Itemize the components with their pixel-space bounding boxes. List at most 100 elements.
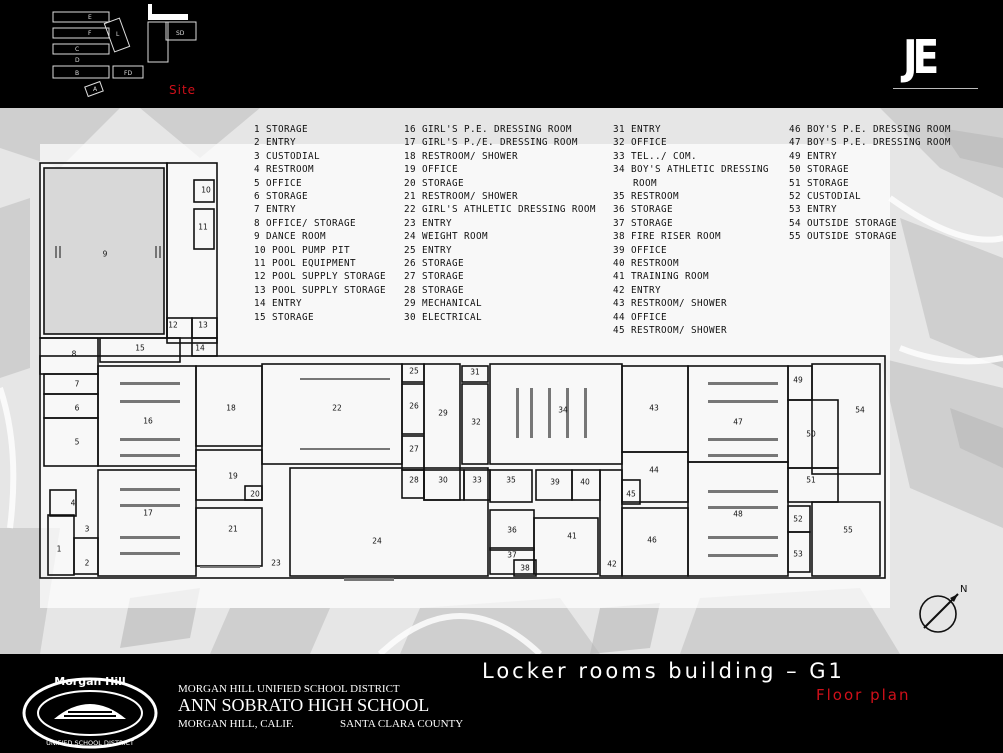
- room-number-label: 26: [409, 401, 419, 411]
- legend-item: 1 STORAGE: [254, 124, 308, 135]
- room-number-label: 12: [168, 320, 178, 330]
- room-number-label: 38: [520, 563, 530, 573]
- county-name: SANTA CLARA COUNTY: [340, 718, 464, 730]
- legend-item: 18 RESTROOM/ SHOWER: [404, 150, 518, 162]
- legend-item: 49 ENTRY: [789, 150, 837, 162]
- room-number-label: 34: [558, 405, 568, 415]
- room-number-label: 42: [607, 559, 617, 569]
- room-number-label: 49: [793, 375, 803, 385]
- room-number-label: 31: [470, 367, 480, 377]
- room-number-label: 24: [372, 536, 382, 546]
- seal-top-text: Morgan Hill: [54, 675, 125, 688]
- sheet-title: Locker rooms building – G1: [482, 659, 845, 683]
- legend-item: 52 CUSTODIAL: [789, 191, 861, 202]
- room-number-label: 25: [409, 366, 419, 376]
- site-label: Site: [169, 83, 197, 97]
- legend-item: 41 TRAINING ROOM: [613, 271, 709, 283]
- room-number-label: 8: [71, 349, 77, 359]
- room-number-label: 50: [806, 429, 816, 439]
- legend-item: 55 OUTSIDE STORAGE: [789, 231, 897, 243]
- room-number-label: 30: [438, 475, 448, 485]
- room-number-label: 51: [806, 475, 816, 485]
- legend-item: 26 STORAGE: [404, 258, 464, 269]
- room-number-label: 13: [198, 320, 208, 330]
- room-number-label: 4: [70, 498, 76, 508]
- site-label-b: B: [75, 70, 79, 77]
- room-number-label: 41: [567, 531, 577, 541]
- room-number-label: 36: [507, 525, 517, 535]
- legend-item: 16 GIRL'S P.E. DRESSING ROOM: [404, 124, 572, 135]
- site-label-d: D: [75, 57, 80, 64]
- firm-logo: JE: [903, 30, 939, 84]
- legend-item: 42 ENTRY: [613, 284, 661, 296]
- legend-item: 25 ENTRY: [404, 244, 452, 256]
- room-number-label: 16: [143, 416, 153, 426]
- legend-item: 36 STORAGE: [613, 204, 673, 216]
- room-number-label: 9: [102, 249, 108, 259]
- room-number-label: 3: [84, 524, 90, 534]
- legend-item: 44 OFFICE: [613, 311, 667, 323]
- legend-item: 19 OFFICE: [404, 164, 458, 176]
- district-name: MORGAN HILL UNIFIED SCHOOL DISTRICT: [178, 683, 400, 695]
- logo-rule: [893, 88, 978, 89]
- room-number-label: 23: [271, 558, 281, 568]
- room-number-label: 20: [250, 489, 260, 499]
- legend-item: 21 RESTROOM/ SHOWER: [404, 191, 518, 202]
- legend-item: 28 STORAGE: [404, 284, 464, 296]
- site-plan-thumbnail: E F C D B A L SD FD: [52, 4, 197, 98]
- room-number-label: 52: [793, 514, 803, 524]
- room-number-label: 35: [506, 475, 516, 485]
- legend-item: ROOM: [633, 177, 657, 189]
- legend-item: 8 OFFICE/ STORAGE: [254, 217, 356, 229]
- legend-item: 38 FIRE RISER ROOM: [613, 231, 721, 243]
- room-number-label: 14: [195, 343, 205, 353]
- legend-item: 14 ENTRY: [254, 298, 302, 310]
- legend-item: 35 RESTROOM: [613, 191, 679, 202]
- legend-item: 50 STORAGE: [789, 164, 849, 176]
- room-number-label: 39: [550, 477, 560, 487]
- city-name: MORGAN HILL, CALIF.: [178, 718, 294, 730]
- north-arrow-icon: N: [919, 584, 967, 633]
- room-number-label: 21: [228, 524, 238, 534]
- room-number-label: 33: [472, 475, 482, 485]
- legend-item: 53 ENTRY: [789, 204, 837, 216]
- legend-item: 3 CUSTODIAL: [254, 150, 320, 162]
- legend-item: 29 MECHANICAL: [404, 298, 482, 310]
- legend-item: 6 STORAGE: [254, 191, 308, 202]
- room-number-label: 53: [793, 549, 803, 559]
- legend-item: 45 RESTROOM/ SHOWER: [613, 325, 727, 336]
- floor-plan-drawing: [39, 162, 886, 581]
- room-number-label: 32: [471, 417, 481, 427]
- legend-item: 20 STORAGE: [404, 177, 464, 189]
- room-number-label: 10: [201, 185, 211, 195]
- room-number-label: 43: [649, 403, 659, 413]
- sheet-subtitle: Floor plan: [816, 686, 911, 704]
- legend-item: 7 ENTRY: [254, 204, 296, 216]
- legend-item: 4 RESTROOM: [254, 164, 314, 176]
- room-number-label: 7: [74, 379, 80, 389]
- room-number-label: 2: [84, 558, 90, 568]
- school-name: ANN SOBRATO HIGH SCHOOL: [178, 695, 430, 715]
- site-label-c: C: [75, 46, 79, 53]
- room-number-label: 18: [226, 403, 236, 413]
- legend-item: 34 BOY'S ATHLETIC DRESSING: [613, 164, 769, 176]
- room-number-label: 1: [56, 544, 62, 554]
- site-label-l: L: [116, 31, 120, 38]
- room-number-label: 47: [733, 417, 743, 427]
- seal-bottom-text: UNIFIED SCHOOL DISTRICT: [46, 739, 134, 747]
- legend-item: 51 STORAGE: [789, 177, 849, 189]
- legend-item: 30 ELECTRICAL: [404, 311, 482, 323]
- legend-item: 2 ENTRY: [254, 137, 296, 149]
- room-number-label: 28: [409, 475, 419, 485]
- legend-item: 33 TEL../ COM.: [613, 150, 697, 162]
- room-number-label: 17: [143, 508, 153, 518]
- legend-item: 31 ENTRY: [613, 124, 661, 135]
- room-number-label: 27: [409, 444, 419, 454]
- site-label-fd: FD: [124, 70, 132, 77]
- room-number-label: 29: [438, 408, 448, 418]
- legend-item: 9 DANCE ROOM: [254, 231, 326, 243]
- district-seal-logo: Morgan Hill UNIFIED SCHOOL DISTRICT: [22, 675, 158, 749]
- room-number-label: 46: [647, 535, 657, 545]
